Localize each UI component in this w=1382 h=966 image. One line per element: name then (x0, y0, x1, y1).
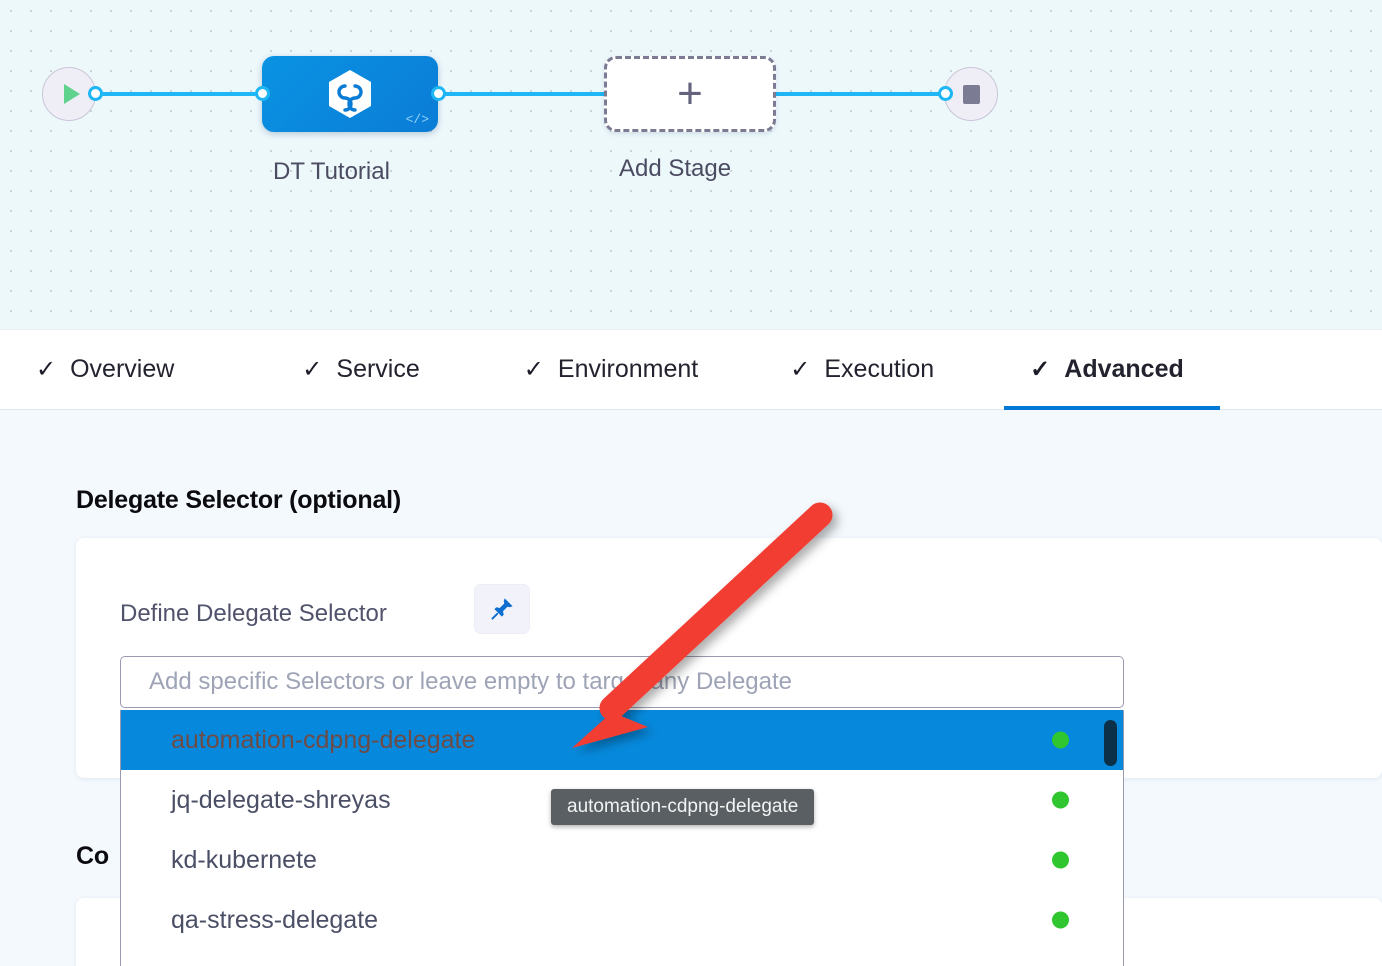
delegate-selector-placeholder: Add specific Selectors or leave empty to… (149, 668, 793, 695)
status-dot-icon (1052, 731, 1069, 749)
pipeline-start-node[interactable] (42, 67, 96, 121)
stage-input-port[interactable] (255, 86, 270, 101)
tab-label: Environment (557, 355, 699, 383)
end-node-input-port[interactable] (938, 86, 953, 101)
dropdown-option[interactable]: automation-cdpng-delegate (121, 710, 1123, 770)
add-stage-label: Add Stage (619, 155, 732, 182)
pin-button[interactable] (474, 584, 530, 634)
dropdown-option[interactable]: qa-stress-delegate (121, 890, 1123, 950)
code-badge-icon: </> (405, 112, 429, 127)
check-icon: ✓ (302, 356, 323, 383)
delegate-selector-dropdown[interactable]: automation-cdpng-delegate jq-delegate-sh… (120, 710, 1124, 966)
status-dot-icon (1052, 911, 1069, 929)
tab-label: Overview (70, 355, 175, 383)
edge-addstage-to-end (768, 92, 954, 96)
check-icon: ✓ (790, 356, 811, 383)
pin-icon (491, 598, 513, 620)
dropdown-scrollbar[interactable] (1104, 720, 1117, 766)
tab-label: Advanced (1064, 355, 1184, 383)
dropdown-option[interactable]: jq-delegate-shreyas (121, 770, 1123, 830)
edge-stage-to-addstage (436, 92, 616, 96)
dropdown-option-label: qa-stress-delegate (171, 905, 379, 934)
status-dot-icon (1052, 791, 1069, 809)
check-icon: ✓ (523, 356, 544, 383)
edge-start-to-stage (92, 92, 272, 96)
stage-tabs: ✓ Overview ✓ Service ✓ Environment ✓ Exe… (0, 330, 1382, 410)
tab-label: Execution (824, 355, 935, 383)
tab-overview[interactable]: ✓ Overview (36, 330, 174, 410)
delegate-selector-heading: Delegate Selector (optional) (76, 486, 402, 514)
start-node-output-port[interactable] (88, 86, 103, 101)
conditional-execution-heading: Co (76, 842, 109, 870)
harness-hexagon-icon (329, 70, 371, 118)
check-icon: ✓ (1030, 356, 1051, 383)
play-icon (63, 84, 80, 104)
tab-execution[interactable]: ✓ Execution (790, 330, 934, 410)
stage-node-label: DT Tutorial (273, 158, 390, 185)
status-dot-icon (1052, 851, 1069, 869)
stage-node-dt-tutorial[interactable]: </> (262, 56, 438, 132)
stage-output-port[interactable] (431, 86, 446, 101)
tab-label: Service (336, 355, 420, 383)
dropdown-option-label: kd-kubernete (171, 845, 317, 874)
plus-icon: + (677, 69, 703, 118)
tooltip-text: automation-cdpng-delegate (567, 796, 799, 817)
tab-service[interactable]: ✓ Service (302, 330, 419, 410)
dropdown-option[interactable]: kd-kubernete (121, 830, 1123, 890)
dropdown-option-label: jq-delegate-shreyas (171, 785, 391, 814)
delegate-tooltip: automation-cdpng-delegate (551, 789, 815, 825)
add-stage-node[interactable]: + (604, 56, 776, 132)
dropdown-option-label: automation-cdpng-delegate (171, 725, 476, 754)
tab-advanced[interactable]: ✓ Advanced (1004, 330, 1220, 410)
define-delegate-selector-label: Define Delegate Selector (120, 600, 387, 627)
stop-icon (962, 84, 980, 104)
delegate-selector-input[interactable]: Add specific Selectors or leave empty to… (120, 656, 1124, 708)
check-icon: ✓ (36, 356, 57, 383)
pipeline-canvas[interactable]: </> DT Tutorial + Add Stage (0, 0, 1382, 330)
tab-environment[interactable]: ✓ Environment (524, 330, 698, 410)
